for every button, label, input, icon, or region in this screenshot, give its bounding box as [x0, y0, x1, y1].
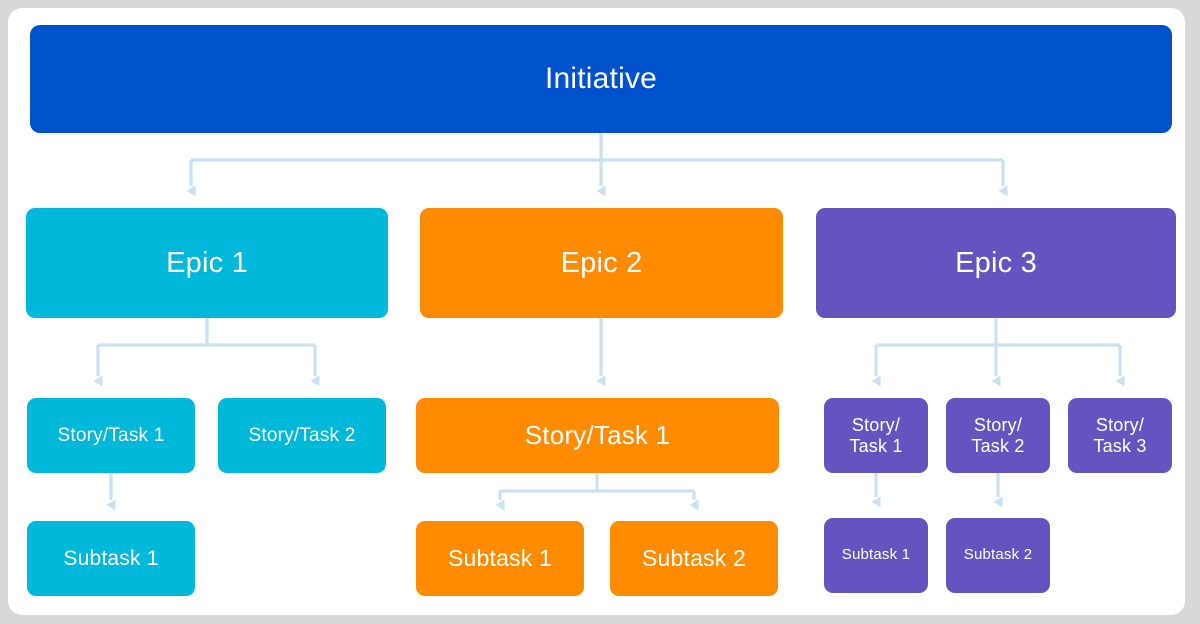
- node-epic3-story-task-3[interactable]: Story/ Task 3: [1068, 398, 1172, 473]
- node-epic-3[interactable]: Epic 3: [816, 208, 1176, 318]
- node-epic3-subtask-1[interactable]: Subtask 1: [824, 518, 928, 593]
- node-epic-2[interactable]: Epic 2: [420, 208, 783, 318]
- node-epic2-story-task-1[interactable]: Story/Task 1: [416, 398, 779, 473]
- node-initiative[interactable]: Initiative: [30, 25, 1172, 133]
- node-epic3-story-task-2[interactable]: Story/ Task 2: [946, 398, 1050, 473]
- node-epic3-subtask-2[interactable]: Subtask 2: [946, 518, 1050, 593]
- node-epic3-story-task-1[interactable]: Story/ Task 1: [824, 398, 928, 473]
- node-epic1-subtask-1[interactable]: Subtask 1: [27, 521, 195, 596]
- node-epic2-subtask-2[interactable]: Subtask 2: [610, 521, 778, 596]
- node-epic1-story-task-1[interactable]: Story/Task 1: [27, 398, 195, 473]
- node-epic2-subtask-1[interactable]: Subtask 1: [416, 521, 584, 596]
- node-epic1-story-task-2[interactable]: Story/Task 2: [218, 398, 386, 473]
- node-epic-1[interactable]: Epic 1: [26, 208, 388, 318]
